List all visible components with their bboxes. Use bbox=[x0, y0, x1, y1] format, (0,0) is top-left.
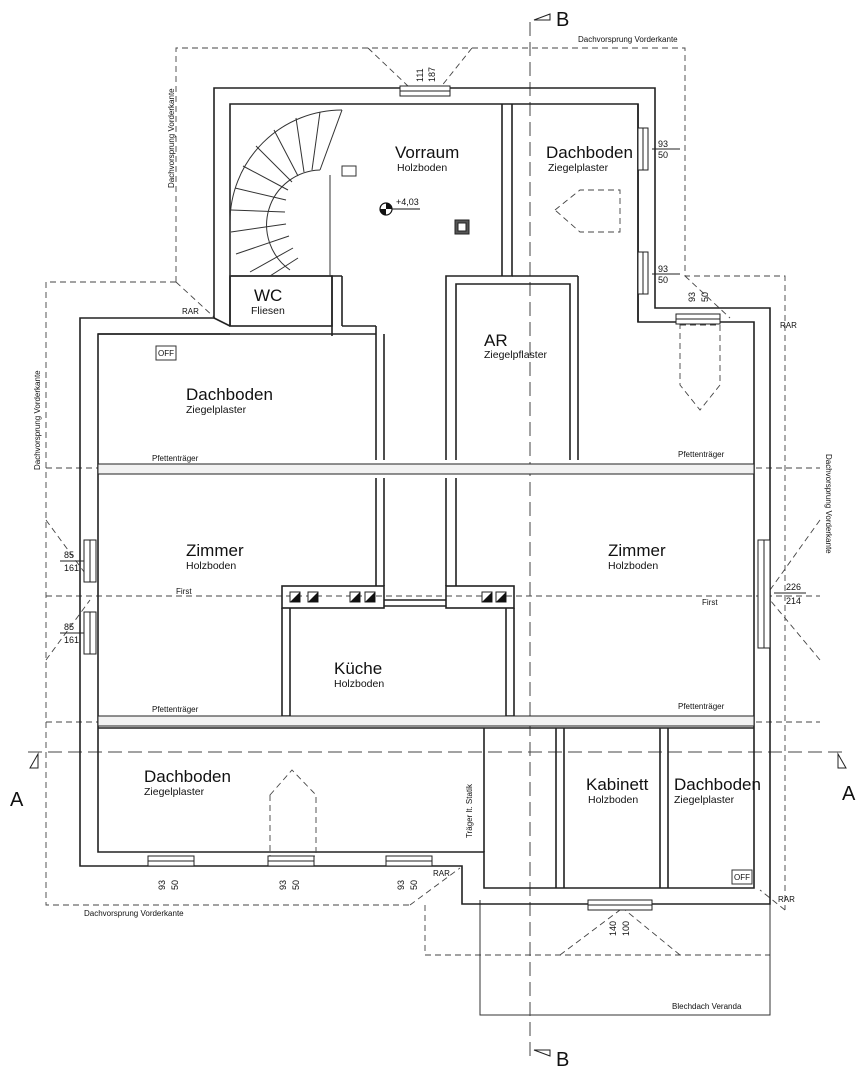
overhang-label-w: Dachvorsprung Vorderkante bbox=[33, 370, 42, 470]
rar-label-se: RAR bbox=[778, 895, 795, 904]
overhang-label-e: Dachvorsprung Vorderkante bbox=[824, 454, 833, 554]
room-name-dachboden-se: Dachboden bbox=[674, 775, 761, 794]
svg-text:100: 100 bbox=[621, 921, 631, 936]
windows bbox=[83, 85, 771, 911]
outer-wall-joint-nw bbox=[213, 317, 231, 327]
svg-text:93: 93 bbox=[658, 139, 668, 149]
level-value: +4,03 bbox=[396, 197, 419, 207]
overhang-label-top: Dachvorsprung Vorderkante bbox=[578, 35, 678, 44]
svg-text:226: 226 bbox=[786, 582, 801, 592]
room-name-zimmer-e: Zimmer bbox=[608, 541, 666, 560]
off-label-se: OFF bbox=[734, 873, 750, 882]
svg-text:50: 50 bbox=[700, 292, 710, 302]
beam-north bbox=[97, 463, 755, 475]
rar-label-nw: RAR bbox=[182, 307, 199, 316]
veranda-outline bbox=[424, 905, 770, 956]
svg-text:50: 50 bbox=[658, 150, 668, 160]
room-name-dachboden-nw: Dachboden bbox=[186, 385, 273, 404]
room-name-dachboden-ne: Dachboden bbox=[546, 143, 633, 162]
off-label-nw: OFF bbox=[158, 349, 174, 358]
section-label-b-bottom: B bbox=[556, 1049, 569, 1071]
room-name-kueche: Küche bbox=[334, 659, 382, 678]
svg-text:214: 214 bbox=[786, 596, 801, 606]
svg-text:111: 111 bbox=[415, 68, 425, 82]
section-label-b-top: B bbox=[556, 9, 569, 31]
first-label-w: First bbox=[176, 587, 192, 596]
section-marker-a-right: A bbox=[837, 752, 856, 805]
room-floor-dachboden-sw: Ziegelplaster bbox=[144, 786, 205, 798]
level-marker-icon bbox=[379, 202, 420, 216]
svg-text:161: 161 bbox=[64, 635, 79, 645]
section-label-a-left: A bbox=[10, 789, 24, 811]
room-name-dachboden-sw: Dachboden bbox=[144, 767, 231, 786]
svg-text:85: 85 bbox=[64, 622, 74, 632]
section-marker-b-top: B bbox=[533, 9, 569, 31]
section-label-a-right: A bbox=[842, 783, 856, 805]
room-floor-wc: Fliesen bbox=[251, 305, 285, 317]
room-floor-zimmer-e: Holzboden bbox=[608, 560, 658, 572]
room-floor-dachboden-ne: Ziegelplaster bbox=[548, 162, 609, 174]
rar-label-s: RAR bbox=[433, 869, 450, 878]
room-name-ar: AR bbox=[484, 331, 508, 350]
room-floor-zimmer-w: Holzboden bbox=[186, 560, 236, 572]
room-floor-kabinett: Holzboden bbox=[588, 794, 638, 806]
svg-text:93: 93 bbox=[278, 880, 288, 890]
overhang-label-nw: Dachvorsprung Vorderkante bbox=[167, 88, 176, 188]
beam-label-sw: Pfettenträger bbox=[152, 705, 199, 714]
beam-statik-label: Träger lt. Statik bbox=[465, 783, 474, 838]
section-marker-b-bottom: B bbox=[533, 1049, 569, 1071]
svg-text:50: 50 bbox=[409, 880, 419, 890]
room-name-wc: WC bbox=[254, 286, 282, 305]
room-name-kabinett: Kabinett bbox=[586, 775, 649, 794]
svg-text:93: 93 bbox=[157, 880, 167, 890]
beam-label-ne: Pfettenträger bbox=[678, 450, 725, 459]
veranda-roof-outline bbox=[479, 900, 771, 1016]
window-dimensions: 111 187 93 50 93 50 93 50 85 161 85 161 … bbox=[60, 67, 806, 936]
room-name-zimmer-w: Zimmer bbox=[186, 541, 244, 560]
svg-text:161: 161 bbox=[64, 563, 79, 573]
svg-text:93: 93 bbox=[396, 880, 406, 890]
overhang-diagonals bbox=[45, 47, 821, 956]
veranda-label: Blechdach Veranda bbox=[672, 1002, 742, 1011]
room-floor-kueche: Holzboden bbox=[334, 678, 384, 690]
overhang-label-s: Dachvorsprung Vorderkante bbox=[84, 909, 184, 918]
beam-label-nw: Pfettenträger bbox=[152, 454, 199, 463]
roof-overhang-outline-west bbox=[45, 281, 410, 906]
svg-text:50: 50 bbox=[170, 880, 180, 890]
svg-text:140: 140 bbox=[608, 921, 618, 936]
chimney-flues bbox=[289, 219, 507, 603]
svg-text:85: 85 bbox=[64, 550, 74, 560]
section-marker-a-left: A bbox=[10, 752, 39, 811]
spiral-staircase bbox=[229, 109, 357, 277]
outer-wall-outer bbox=[79, 87, 771, 905]
off-box-nw bbox=[155, 345, 177, 361]
room-floor-vorraum: Holzboden bbox=[397, 162, 447, 174]
roof-hatch-arrows bbox=[269, 189, 721, 857]
room-floor-dachboden-se: Ziegelplaster bbox=[674, 794, 735, 806]
roof-overhang-outline bbox=[175, 47, 786, 910]
rar-label-ne: RAR bbox=[780, 321, 797, 330]
first-label-e: First bbox=[702, 598, 718, 607]
room-floor-ar: Ziegelpflaster bbox=[484, 349, 548, 361]
svg-text:187: 187 bbox=[427, 67, 437, 82]
off-box-se bbox=[731, 869, 753, 885]
svg-text:50: 50 bbox=[291, 880, 301, 890]
room-name-vorraum: Vorraum bbox=[395, 143, 459, 162]
svg-text:50: 50 bbox=[658, 275, 668, 285]
room-floor-dachboden-nw: Ziegelplaster bbox=[186, 404, 247, 416]
beam-label-se: Pfettenträger bbox=[678, 702, 725, 711]
svg-text:93: 93 bbox=[687, 292, 697, 302]
svg-text:93: 93 bbox=[658, 264, 668, 274]
beam-south bbox=[97, 715, 755, 727]
